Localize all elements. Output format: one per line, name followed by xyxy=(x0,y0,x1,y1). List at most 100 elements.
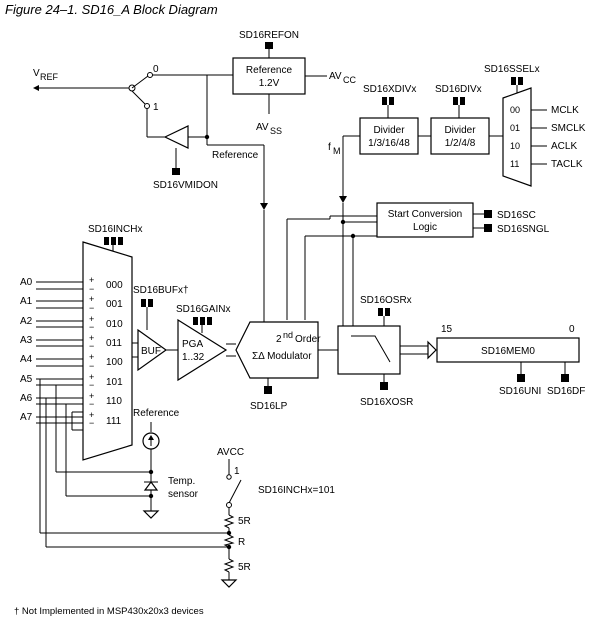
clock-aclk: ACLK xyxy=(551,141,577,152)
clock-mclk: MCLK xyxy=(551,105,579,116)
buf-ctrl-label: SD16BUFx† xyxy=(133,285,189,296)
input-a0: A0 xyxy=(20,277,33,288)
vmidon-pin xyxy=(172,168,180,175)
osr-label: SD16OSRx xyxy=(360,295,412,306)
code-111: 111 xyxy=(106,416,122,427)
reference-out-label: Reference xyxy=(212,150,259,161)
gain-ctrl-label: SD16GAINx xyxy=(176,304,230,315)
r3-label: 5R xyxy=(238,562,251,573)
reference-block-line2: 1.2V xyxy=(259,78,280,89)
minus-3: − xyxy=(89,341,94,351)
input-a7: A7 xyxy=(20,412,33,423)
sd16refon-pin xyxy=(265,42,273,49)
vmidon-label: SD16VMIDON xyxy=(153,180,218,191)
resistor-5r-top xyxy=(223,514,235,529)
plus-4: + xyxy=(89,352,94,362)
minus-5: − xyxy=(89,380,94,390)
xosr-label: SD16XOSR xyxy=(360,397,413,408)
sd16mem0-register xyxy=(436,337,580,363)
plus-3: + xyxy=(89,333,94,343)
sd16sc-label: SD16SC xyxy=(497,210,536,221)
mem-lsb: 0 xyxy=(569,324,575,335)
avss-sub: SS xyxy=(270,126,282,136)
code-010: 010 xyxy=(106,319,123,330)
sigma-delta-modulator xyxy=(235,321,319,379)
divider2-values: 1/2/4/8 xyxy=(445,138,476,149)
input-a3: A3 xyxy=(20,335,33,346)
code-011: 011 xyxy=(106,338,122,349)
ssel-label: SD16SSELx xyxy=(484,64,540,75)
reference-buffer xyxy=(163,125,189,149)
plus-5: + xyxy=(89,372,94,382)
minus-4: − xyxy=(89,361,94,371)
avss-label: AV xyxy=(256,122,269,133)
start-conversion-logic xyxy=(376,202,474,238)
footnote: † Not Implemented in MSP430x20x3 devices xyxy=(14,606,204,617)
start-conv-line2: Logic xyxy=(413,222,437,233)
pga-range: 1..32 xyxy=(182,352,205,363)
code-001: 001 xyxy=(106,299,123,310)
input-a1: A1 xyxy=(20,296,33,307)
code-101: 101 xyxy=(106,377,123,388)
xdiv-label: SD16XDIVx xyxy=(363,84,416,95)
mux-inputs: A0 A1 A2 A3 A4 A5 A6 A7 xyxy=(20,277,33,423)
minus-1: − xyxy=(89,303,94,313)
resistor-5r-bottom xyxy=(223,558,235,573)
temp-diode xyxy=(143,481,159,491)
mem-msb: 15 xyxy=(441,324,453,335)
minus-6: − xyxy=(89,399,94,409)
pga xyxy=(177,318,228,382)
divider-ground xyxy=(220,579,238,588)
avcc-sub: CC xyxy=(343,75,356,85)
plus-0: + xyxy=(89,275,94,285)
mux-code-3: 11 xyxy=(510,159,519,169)
resistor-r xyxy=(223,534,235,548)
temp-ground xyxy=(142,510,160,519)
fm-label: f xyxy=(328,142,331,153)
avcc-label: AV xyxy=(329,71,342,82)
reference-block-line1: Reference xyxy=(246,65,293,76)
temp-sensor-line2: sensor xyxy=(168,489,199,500)
mux-code-0: 00 xyxy=(510,105,520,115)
mod-order-word: Order xyxy=(295,334,321,345)
input-a2: A2 xyxy=(20,316,33,327)
mux-code-1: 01 xyxy=(510,123,520,133)
mux-code-2: 10 xyxy=(510,141,520,151)
temp-ref-label: Reference xyxy=(133,408,180,419)
lp-pin xyxy=(264,386,272,394)
minus-2: − xyxy=(89,322,94,332)
input-buffer xyxy=(137,328,168,372)
mem-label: SD16MEM0 xyxy=(481,346,535,357)
switch-0-label: 0 xyxy=(153,64,159,75)
temp-avcc-label: AVCC xyxy=(217,447,244,458)
code-100: 100 xyxy=(106,357,123,368)
input-a5: A5 xyxy=(20,374,33,385)
switch-1-label: 1 xyxy=(153,102,159,113)
plus-1: + xyxy=(89,294,94,304)
sd16sngl-label: SD16SNGL xyxy=(497,224,550,235)
vref-label: V xyxy=(33,68,40,79)
r1-label: 5R xyxy=(238,516,251,527)
vref-sub: REF xyxy=(40,72,59,82)
input-a4: A4 xyxy=(20,354,33,365)
input-mux xyxy=(82,241,133,461)
code-000: 000 xyxy=(106,280,123,291)
mod-line2: ΣΔ Modulator xyxy=(252,351,312,362)
minus-7: − xyxy=(89,418,94,428)
lp-label: SD16LP xyxy=(250,401,288,412)
fm-sub: M xyxy=(333,146,341,156)
minus-0: − xyxy=(89,284,94,294)
plus-6: + xyxy=(89,391,94,401)
figure-caption: Figure 24–1. SD16_A Block Diagram xyxy=(5,2,218,17)
code-110: 110 xyxy=(106,396,122,407)
plus-7: + xyxy=(89,410,94,420)
divider1-title: Divider xyxy=(373,125,405,136)
mod-order-num: 2 xyxy=(276,334,282,345)
start-conv-line1: Start Conversion xyxy=(388,209,462,220)
clock-taclk: TACLK xyxy=(551,159,583,170)
clock-smclk: SMCLK xyxy=(551,123,586,134)
input-a6: A6 xyxy=(20,393,33,404)
temp-switch-cond: SD16INCHx=101 xyxy=(258,485,335,496)
divider1-values: 1/3/16/48 xyxy=(368,138,410,149)
